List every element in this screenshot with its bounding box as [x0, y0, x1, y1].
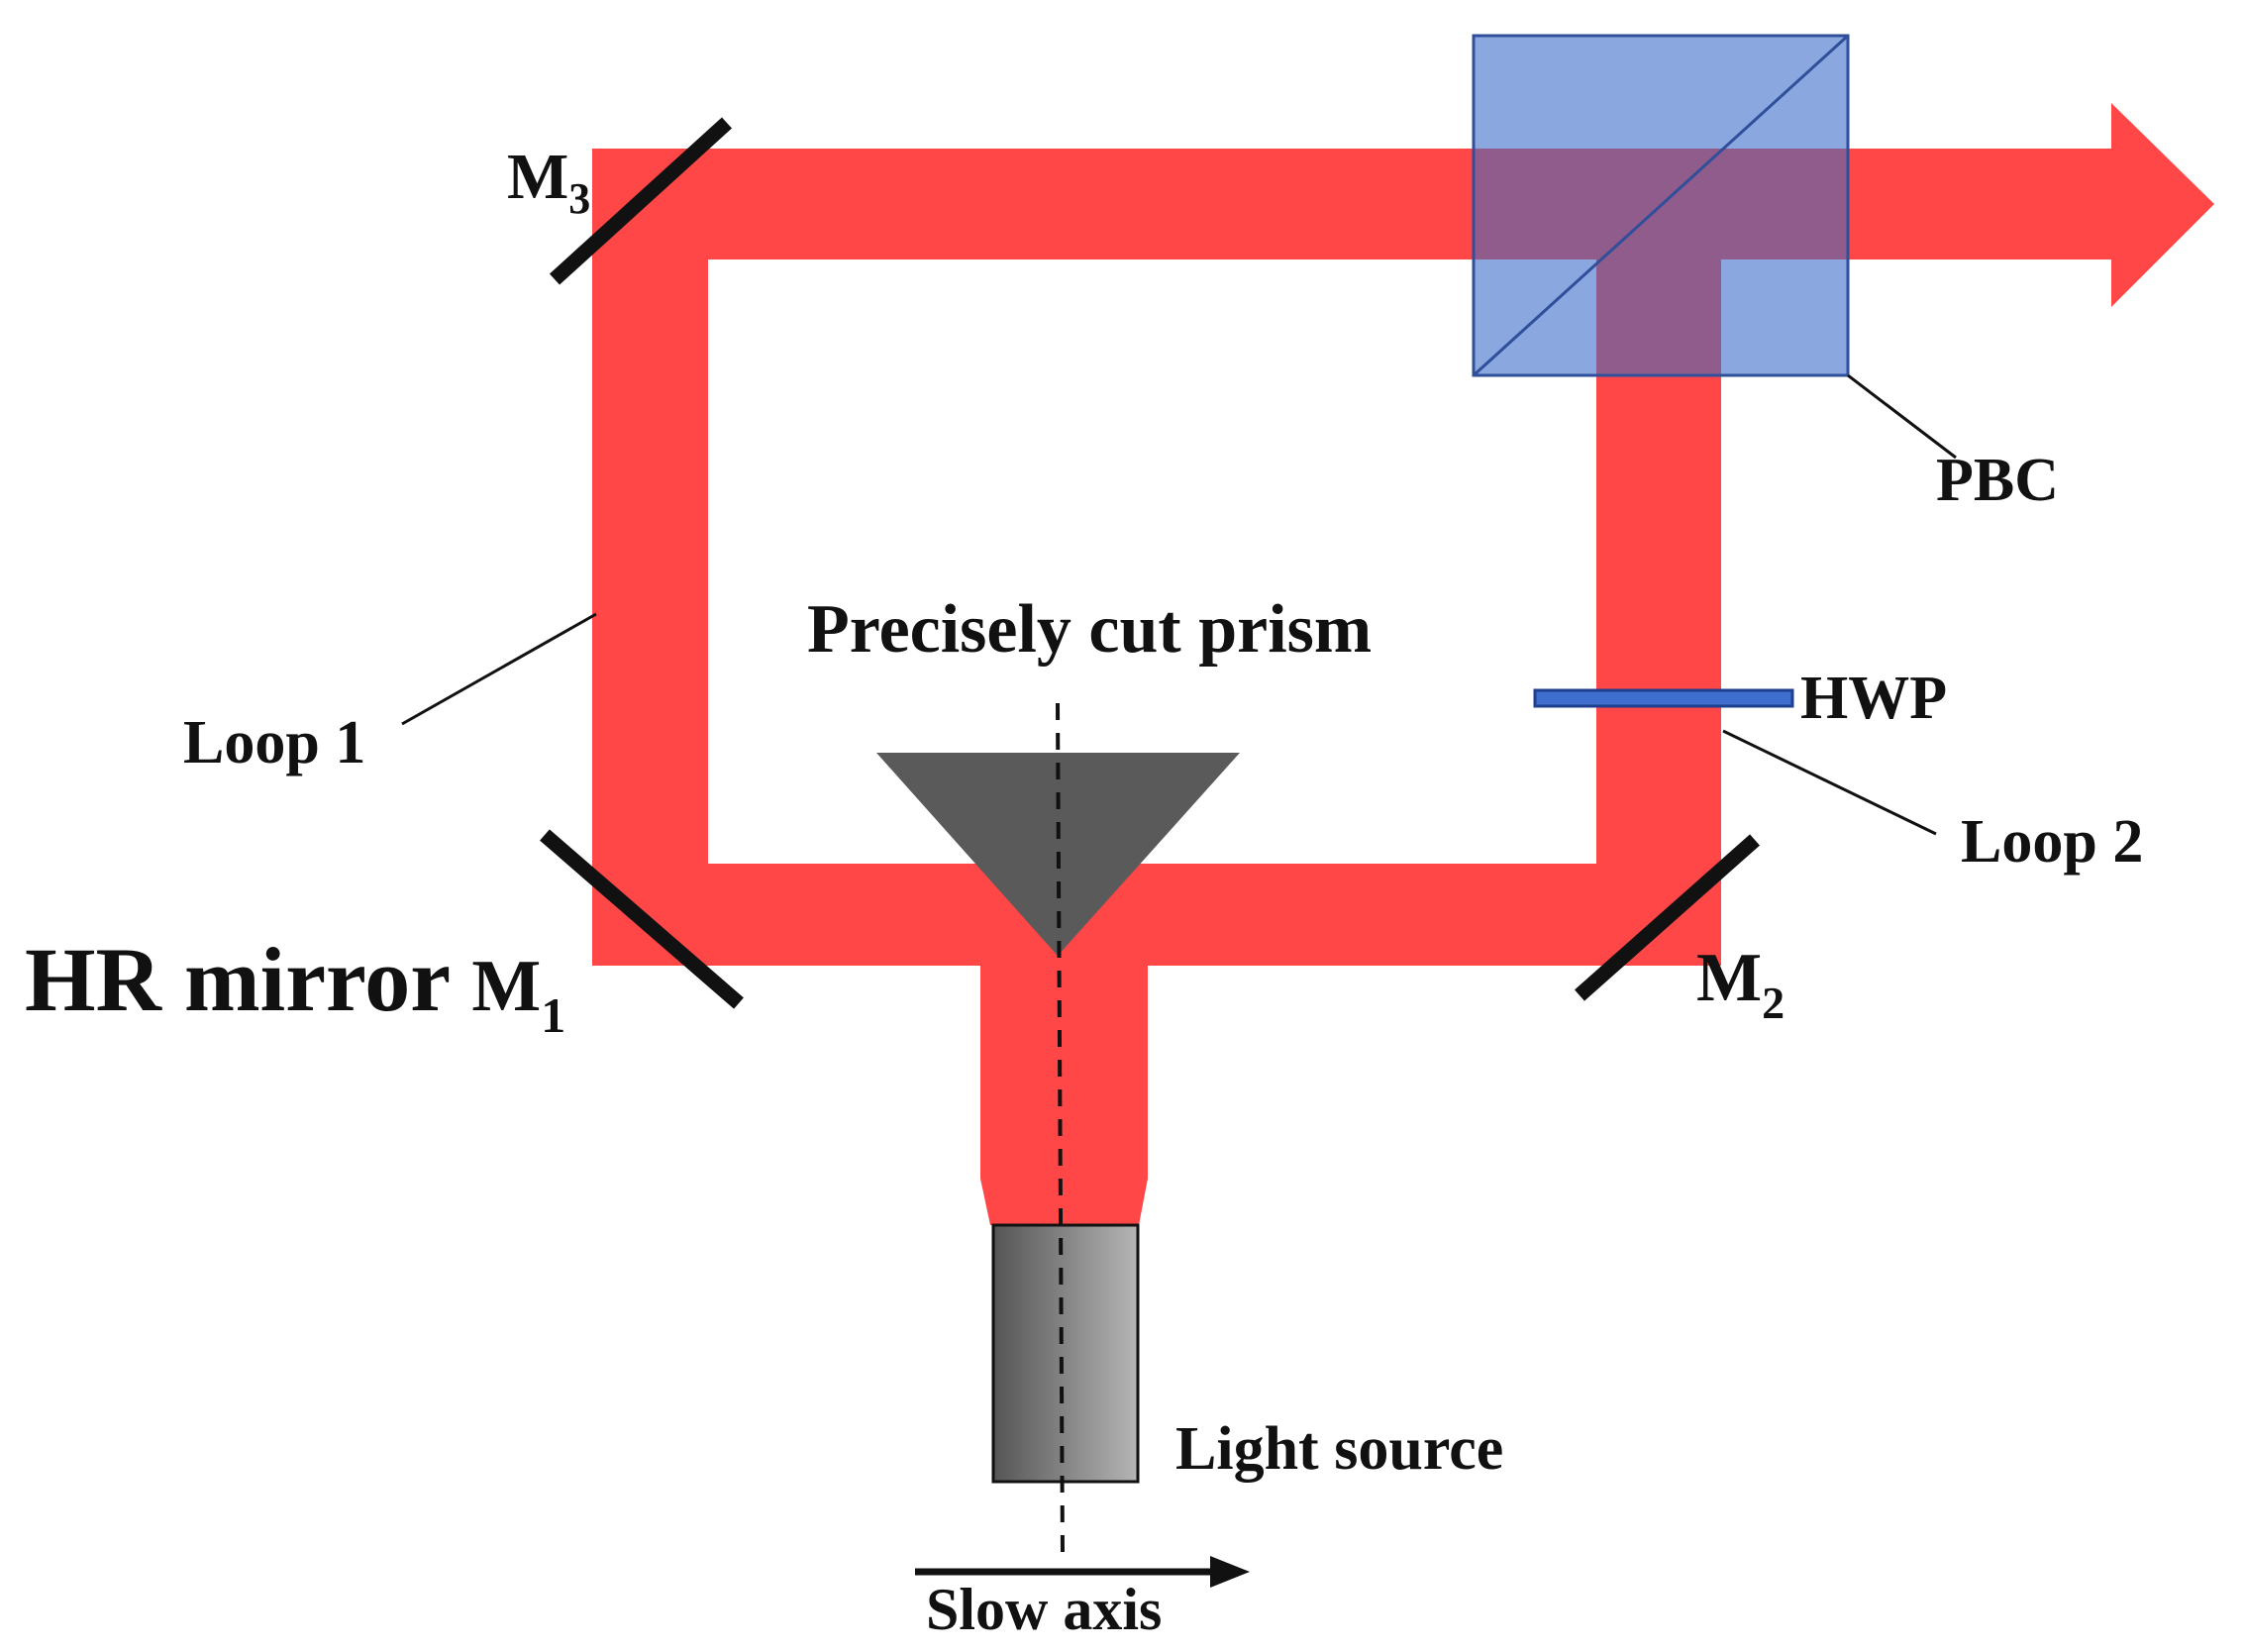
bottom-horizontal-beam — [592, 864, 1721, 966]
loop1-vertical-beam — [592, 205, 708, 964]
slow-axis-label: Slow axis — [926, 1577, 1162, 1642]
light-source-body — [991, 1223, 1140, 1484]
mirrors — [540, 117, 1760, 1009]
m2-label: M2 — [1696, 940, 1785, 1028]
light-source-label: Light source — [1175, 1415, 1503, 1483]
loop1-label: Loop 1 — [183, 709, 365, 776]
hwp-label: HWP — [1800, 665, 1947, 732]
pbc-leader-line — [1847, 373, 1957, 460]
hwp-plate — [1533, 688, 1794, 708]
m1-label: HR mirror M1 — [25, 929, 565, 1043]
m3-label: M3 — [507, 141, 590, 223]
pbc-diagonal — [1472, 34, 1850, 377]
loop1-leader-line — [401, 612, 597, 726]
mirror-m3 — [549, 117, 733, 285]
prism-label: Precisely cut prism — [807, 591, 1372, 668]
optical-axis-dashed-line — [1056, 702, 1065, 1556]
mirror-m2 — [1575, 834, 1760, 1001]
loop2-leader-line — [1722, 729, 1937, 836]
loop2-label: Loop 2 — [1961, 808, 2143, 876]
mirror-m1 — [540, 829, 744, 1009]
top-horizontal-beam — [592, 149, 2122, 259]
output-arrow-icon — [2111, 103, 2214, 307]
pbc-cube-outline — [1472, 34, 1850, 377]
pbc-beam-overlap-vertical — [1596, 149, 1721, 375]
pbc-label: PBC — [1936, 447, 2059, 514]
input-beam — [980, 961, 1148, 1225]
pbc-cube — [1472, 34, 1850, 377]
slow-axis-arrow-icon — [915, 1556, 1250, 1588]
